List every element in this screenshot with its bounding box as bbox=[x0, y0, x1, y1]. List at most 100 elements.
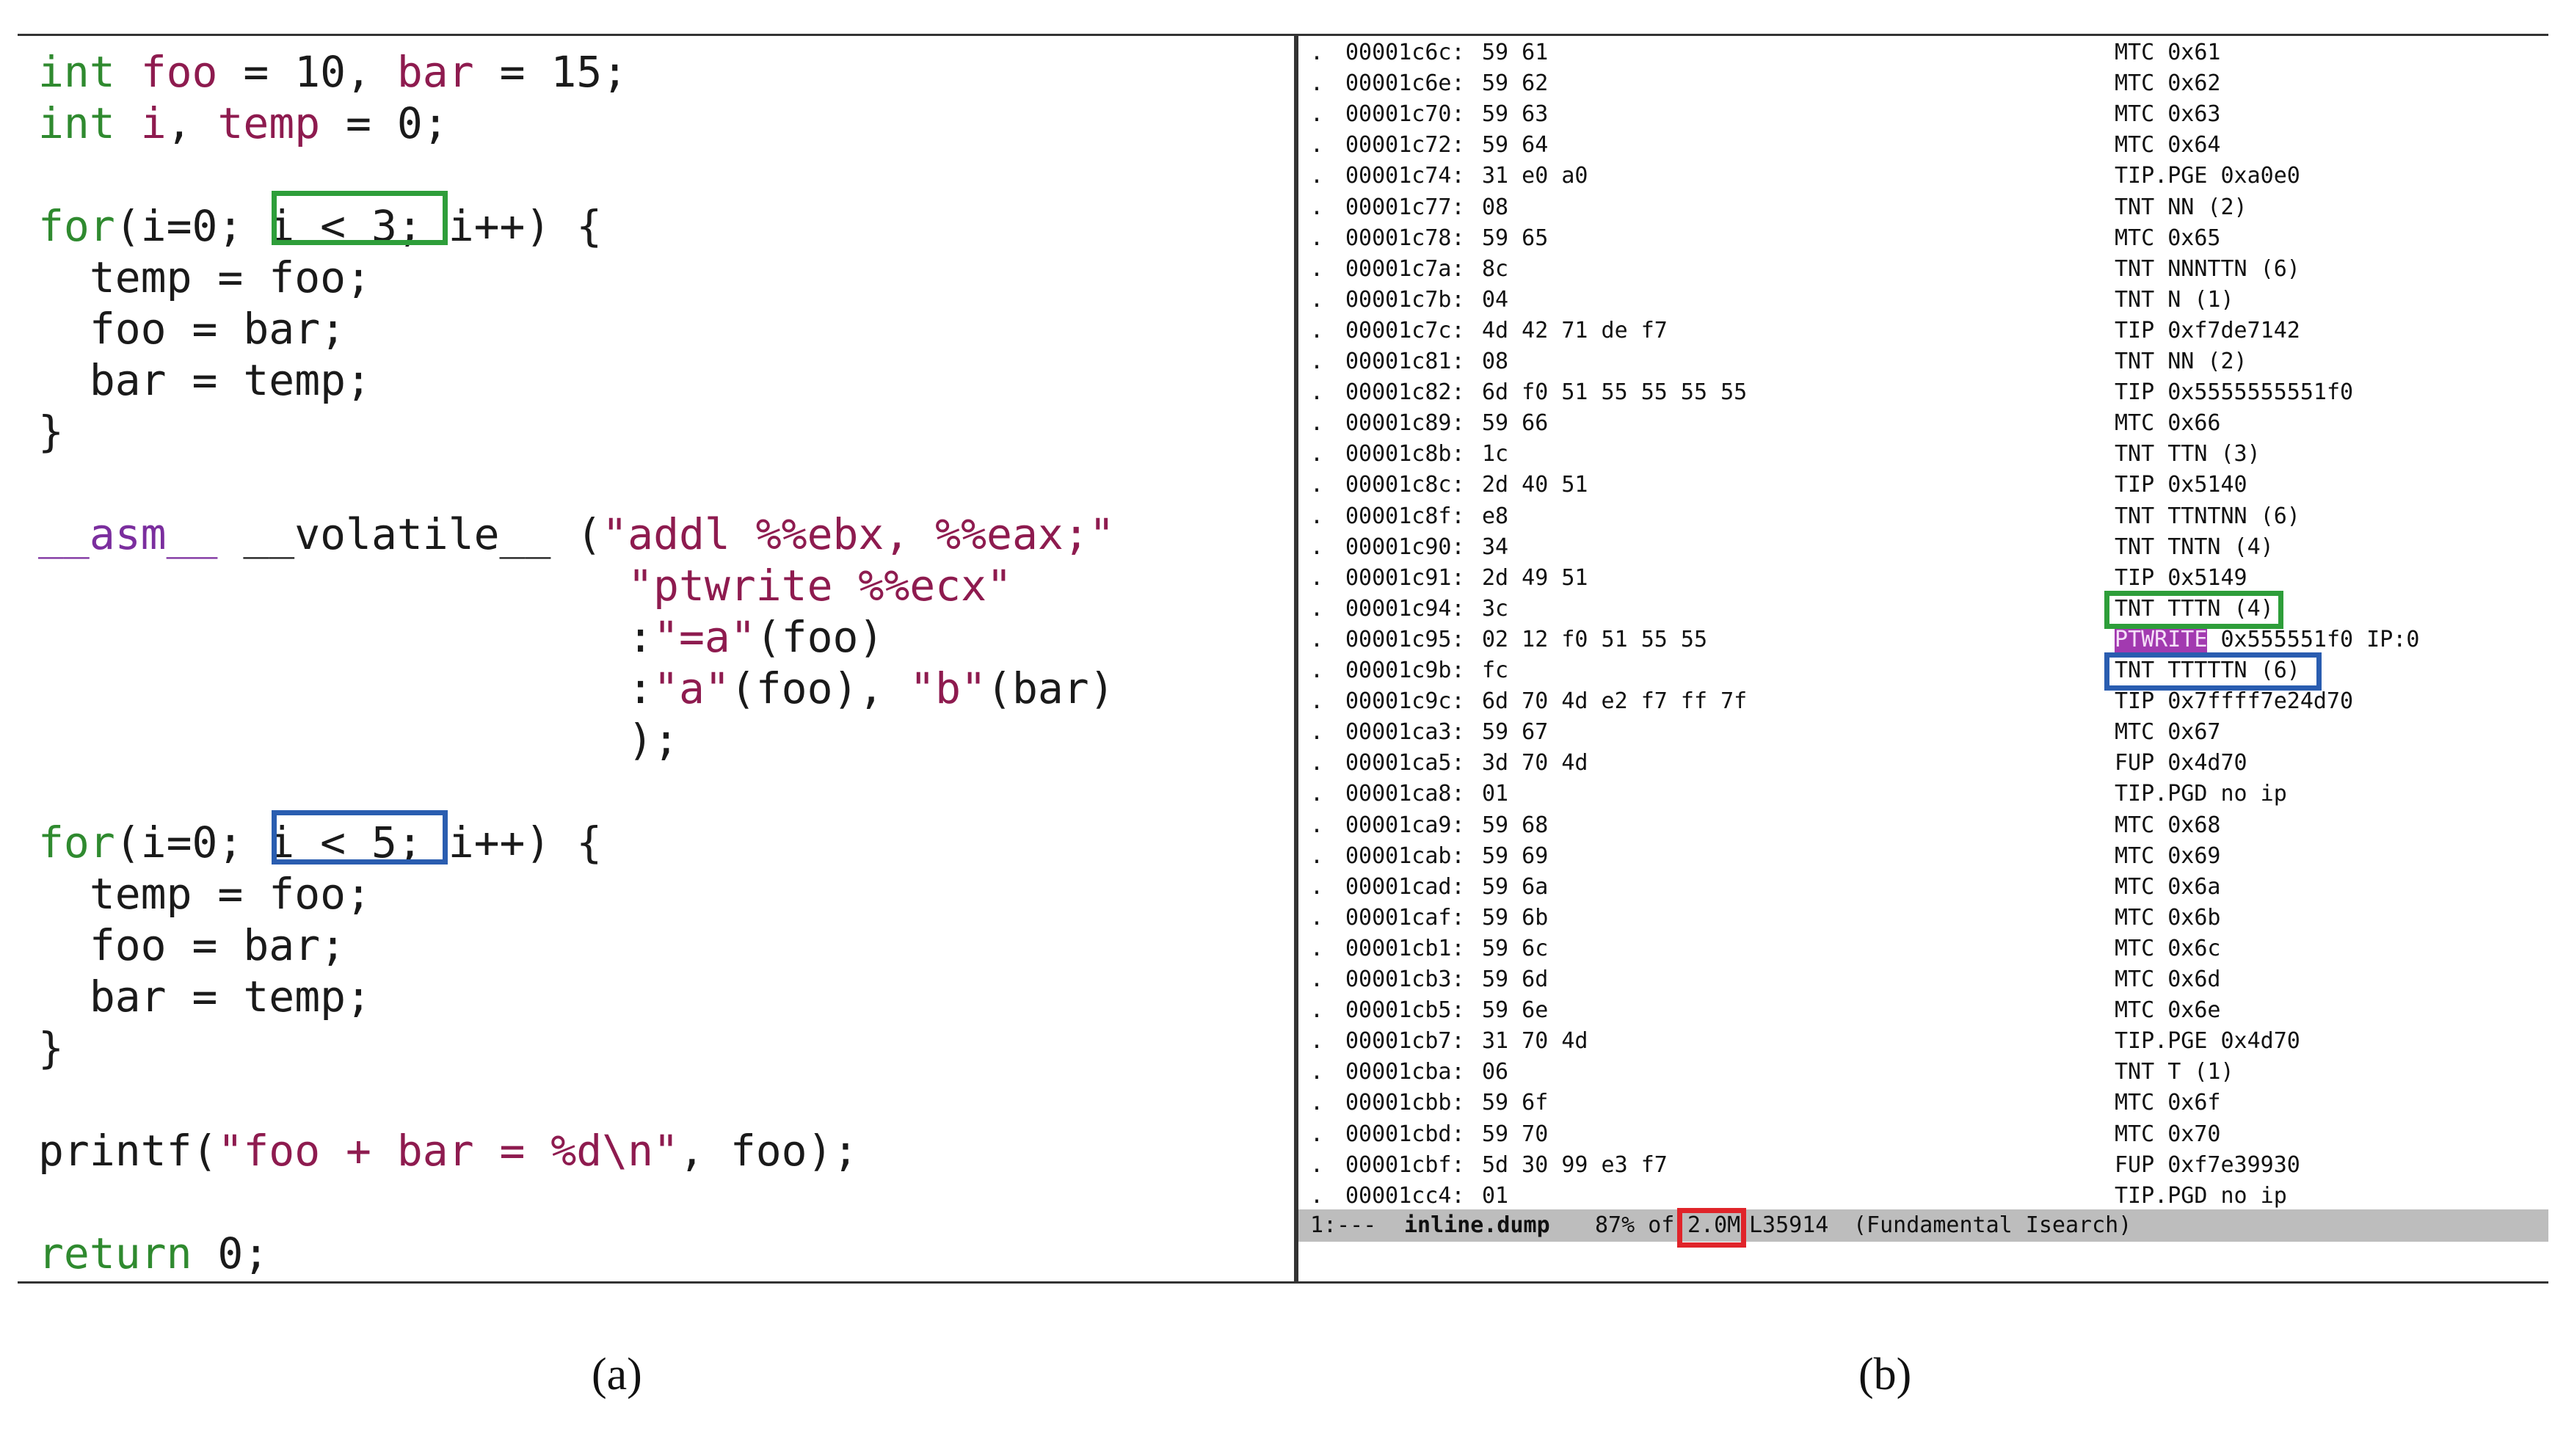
emacs-minibuffer[interactable]: I-search: ptwrite bbox=[1298, 1243, 2548, 1281]
modeline-buffer-name: inline.dump bbox=[1404, 1212, 1550, 1238]
row-marker: . bbox=[1310, 410, 1324, 437]
modeline-line: L35914 bbox=[1749, 1212, 1829, 1238]
row-bytes: 3d 70 4d bbox=[1482, 750, 1588, 776]
row-marker: . bbox=[1310, 1090, 1324, 1116]
code-line: int i, temp = 0; bbox=[38, 98, 448, 149]
row-bytes: 59 6e bbox=[1482, 997, 1549, 1024]
row-bytes: 59 62 bbox=[1482, 70, 1549, 97]
code-token: int bbox=[38, 98, 115, 148]
code-token: : bbox=[38, 612, 654, 662]
code-line: __asm__ __volatile__ ("addl %%ebx, %%eax… bbox=[38, 509, 1115, 560]
row-address: 00001cbb: bbox=[1345, 1090, 1465, 1116]
code-token: foo = bar; bbox=[38, 304, 346, 354]
row-marker: . bbox=[1310, 379, 1324, 406]
row-marker: . bbox=[1310, 1151, 1324, 1178]
row-bytes: fc bbox=[1482, 658, 1509, 683]
code-line: bar = temp; bbox=[38, 971, 371, 1022]
code-token: (foo) bbox=[755, 612, 884, 662]
row-bytes: 1c bbox=[1482, 441, 1509, 467]
code-token: (foo), bbox=[730, 663, 910, 713]
row-bytes: e8 bbox=[1482, 503, 1509, 529]
row-marker: . bbox=[1310, 1121, 1324, 1147]
code-token: __volatile__ ( bbox=[217, 509, 603, 559]
code-line: } bbox=[38, 406, 64, 457]
row-packet: TIP.PGE 0xa0e0 bbox=[2115, 163, 2300, 189]
code-token: = 0; bbox=[320, 98, 448, 148]
row-packet: TIP 0xf7de7142 bbox=[2115, 317, 2300, 343]
row-packet: MTC 0x6e bbox=[2115, 997, 2221, 1024]
code-token: , foo); bbox=[678, 1126, 859, 1176]
source-code-panel: int foo = 10, bar = 15; int i, temp = 0; f… bbox=[18, 34, 1296, 1284]
row-marker: . bbox=[1310, 750, 1324, 776]
row-bytes: 08 bbox=[1482, 194, 1509, 220]
row-marker: . bbox=[1310, 997, 1324, 1024]
file-size-highlight-red bbox=[1677, 1208, 1746, 1248]
row-packet: FUP 0x4d70 bbox=[2115, 750, 2247, 776]
tnt-highlight-green bbox=[2104, 591, 2283, 629]
row-marker: . bbox=[1310, 688, 1324, 715]
code-token: bar bbox=[396, 47, 474, 97]
row-packet: TIP.PGD no ip bbox=[2115, 1182, 2287, 1209]
code-line: temp = foo; bbox=[38, 868, 371, 920]
row-packet: MTC 0x69 bbox=[2115, 842, 2221, 869]
code-token: temp = foo; bbox=[38, 869, 371, 919]
row-marker: . bbox=[1310, 472, 1324, 498]
row-address: 00001caf: bbox=[1345, 904, 1465, 931]
row-packet: TIP 0x5140 bbox=[2115, 472, 2247, 498]
row-bytes: 59 69 bbox=[1482, 842, 1549, 869]
code-token: i bbox=[140, 98, 167, 148]
row-packet: MTC 0x61 bbox=[2115, 40, 2221, 65]
row-packet: MTC 0x70 bbox=[2115, 1121, 2221, 1147]
row-marker: . bbox=[1310, 255, 1324, 282]
row-bytes: 06 bbox=[1482, 1059, 1509, 1085]
row-packet: TIP.PGE 0x4d70 bbox=[2115, 1028, 2300, 1055]
code-token: } bbox=[38, 1023, 64, 1073]
row-marker: . bbox=[1310, 719, 1324, 746]
row-address: 00001cb7: bbox=[1345, 1028, 1465, 1055]
code-line: foo = bar; bbox=[38, 920, 346, 971]
row-bytes: 59 67 bbox=[1482, 719, 1549, 746]
row-bytes: 01 bbox=[1482, 781, 1509, 807]
code-token: = 15; bbox=[473, 47, 628, 97]
code-token: foo = bar; bbox=[38, 920, 346, 970]
row-marker: . bbox=[1310, 70, 1324, 97]
code-line: return 0; bbox=[38, 1228, 269, 1279]
row-marker: . bbox=[1310, 40, 1324, 65]
row-bytes: 31 e0 a0 bbox=[1482, 163, 1588, 189]
code-token: , bbox=[166, 98, 218, 148]
row-address: 00001c82: bbox=[1345, 379, 1465, 406]
modeline-mode: (Fundamental Isearch) bbox=[1853, 1212, 2132, 1238]
row-packet: MTC 0x6f bbox=[2115, 1090, 2221, 1116]
row-address: 00001c95: bbox=[1345, 626, 1465, 652]
code-token: return bbox=[38, 1228, 192, 1278]
row-bytes: 59 64 bbox=[1482, 132, 1549, 159]
row-packet: MTC 0x6a bbox=[2115, 873, 2221, 900]
row-bytes: 6d f0 51 55 55 55 55 bbox=[1482, 379, 1748, 406]
code-token: = 10, bbox=[217, 47, 397, 97]
code-token: foo bbox=[140, 47, 218, 97]
row-marker: . bbox=[1310, 626, 1324, 652]
code-line: ); bbox=[38, 714, 679, 765]
row-address: 00001c94: bbox=[1345, 595, 1465, 622]
row-address: 00001c8f: bbox=[1345, 503, 1465, 529]
row-marker: . bbox=[1310, 1028, 1324, 1055]
row-address: 00001cb1: bbox=[1345, 935, 1465, 961]
row-packet: MTC 0x64 bbox=[2115, 132, 2221, 159]
code-token: int bbox=[38, 47, 115, 97]
row-packet: TNT TTTTTN (6) bbox=[2115, 658, 2300, 683]
row-address: 00001c8c: bbox=[1345, 472, 1465, 498]
row-packet: TIP 0x5555555551f0 bbox=[2115, 379, 2354, 406]
row-bytes: 08 bbox=[1482, 349, 1509, 374]
row-address: 00001cb3: bbox=[1345, 967, 1465, 992]
row-packet: TNT N (1) bbox=[2115, 286, 2234, 313]
code-token: "=a" bbox=[653, 612, 756, 662]
row-address: 00001cba: bbox=[1345, 1059, 1465, 1085]
row-bytes: 3c bbox=[1482, 595, 1509, 622]
row-address: 00001ca9: bbox=[1345, 812, 1465, 838]
code-token: "addl %%ebx, %%eax;" bbox=[602, 509, 1115, 559]
row-marker: . bbox=[1310, 564, 1324, 591]
row-marker: . bbox=[1310, 904, 1324, 931]
row-packet: MTC 0x62 bbox=[2115, 70, 2221, 97]
row-marker: . bbox=[1310, 132, 1324, 159]
